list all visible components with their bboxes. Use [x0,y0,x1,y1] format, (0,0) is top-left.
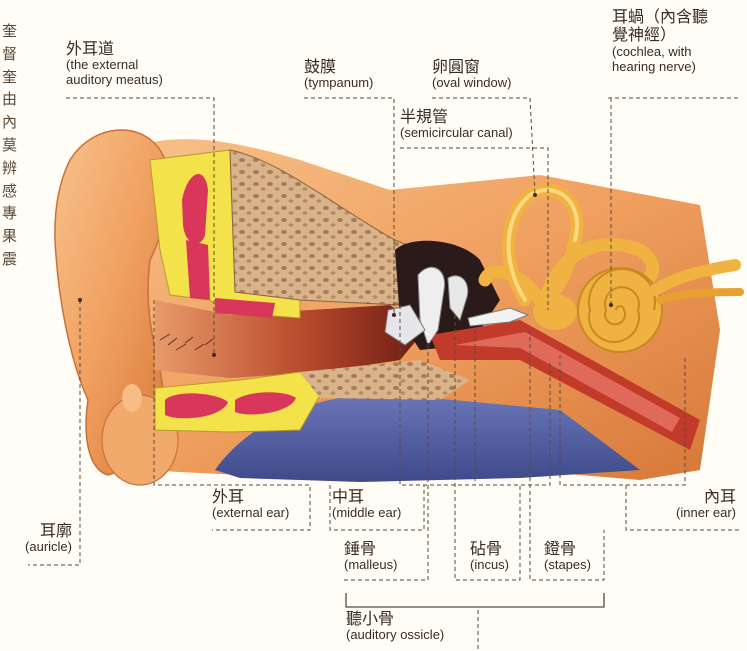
label-en: (incus) [470,558,509,573]
label-zh: 外耳道 [66,40,163,58]
label-zh: 錘骨 [344,540,397,558]
label-external-ear: 外耳 (external ear) [212,488,289,521]
label-en: (cochlea, with [612,45,708,60]
label-en: (middle ear) [332,506,401,521]
label-zh: 內耳 [650,488,736,506]
label-incus: 砧骨 (incus) [470,540,509,573]
label-inner-ear: 內耳 (inner ear) [650,488,736,521]
label-en: (malleus) [344,558,397,573]
label-zh: 中耳 [332,488,401,506]
label-auditory-ossicle: 聽小骨 (auditory ossicle) [346,610,444,643]
label-zh: 耳蝸（內含聽 [612,8,708,26]
label-zh: 砧骨 [470,540,509,558]
label-auricle: 耳廓 (auricle) [6,522,72,555]
label-stapes: 鐙骨 (stapes) [544,540,591,573]
ossicle-bracket [346,593,604,607]
label-zh: 外耳 [212,488,289,506]
label-en: (oval window) [432,76,511,91]
label-en: (external ear) [212,506,289,521]
label-semicircular-canal: 半規管 (semicircular canal) [400,108,513,141]
label-en: auditory meatus) [66,73,163,88]
label-zh: 卵圓窗 [432,58,511,76]
label-zh: 覺神經） [612,26,708,44]
label-cochlea: 耳蝸（內含聽 覺神經） (cochlea, with hearing nerve… [612,8,708,75]
label-en: (auricle) [6,540,72,555]
label-zh: 鼓膜 [304,58,373,76]
label-zh: 聽小骨 [346,610,444,628]
label-en: (stapes) [544,558,591,573]
label-en: (auditory ossicle) [346,628,444,643]
label-zh: 耳廓 [6,522,72,540]
label-oval-window: 卵圓窗 (oval window) [432,58,511,91]
label-en: hearing nerve) [612,60,708,75]
label-tympanum: 鼓膜 (tympanum) [304,58,373,91]
upper-tissue-b [186,240,210,300]
label-middle-ear: 中耳 (middle ear) [332,488,401,521]
label-en: (inner ear) [650,506,736,521]
label-zh: 鐙骨 [544,540,591,558]
vestibule [533,294,577,330]
label-external-meatus: 外耳道 (the external auditory meatus) [66,40,163,88]
label-en: (tympanum) [304,76,373,91]
label-en: (semicircular canal) [400,126,513,141]
tragus [122,384,142,412]
label-malleus: 錘骨 (malleus) [344,540,397,573]
label-zh: 半規管 [400,108,513,126]
label-en: (the external [66,58,163,73]
